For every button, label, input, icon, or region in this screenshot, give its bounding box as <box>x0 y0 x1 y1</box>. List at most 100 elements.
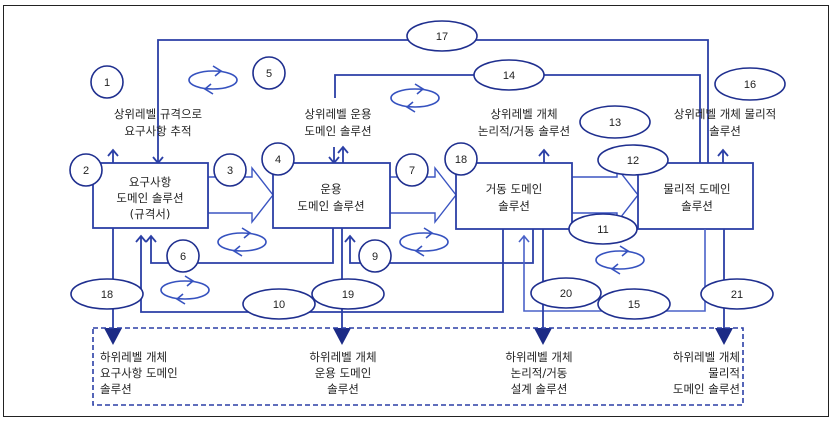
svg-text:논리적/거동 솔루션: 논리적/거동 솔루션 <box>478 124 570 138</box>
svg-text:14: 14 <box>503 70 515 82</box>
flow-arrow-beh-to-phy <box>571 165 639 225</box>
marker-14: 14 <box>473 59 545 91</box>
svg-text:3: 3 <box>227 165 233 177</box>
box-label-operations: 운용 도메인 솔루션 <box>297 182 364 213</box>
svg-text:1: 1 <box>104 77 110 89</box>
svg-text:(규격서): (규격서) <box>130 207 171 221</box>
svg-text:상위레벨 개체: 상위레벨 개체 <box>490 107 557 121</box>
svg-text:16: 16 <box>744 79 756 91</box>
box-label-requirements: 요구사항 도메인 솔루션 (규격서) <box>116 175 183 221</box>
iteration-cycle-icon <box>595 245 645 275</box>
lower-level-boundary <box>92 327 744 406</box>
svg-text:상위레벨 개체 물리적: 상위레벨 개체 물리적 <box>674 107 777 121</box>
lower-label-behavior: 하위레벨 개체 논리적/거동 설계 솔루션 <box>505 350 572 396</box>
svg-text:하위레벨 개체: 하위레벨 개체 <box>505 350 572 364</box>
lower-label-physical: 하위레벨 개체 물리적 도메인 솔루션 <box>673 350 740 396</box>
marker-20: 20 <box>530 277 602 309</box>
down-arrow-req <box>104 328 122 345</box>
marker-11: 11 <box>568 213 638 245</box>
svg-text:11: 11 <box>597 224 608 236</box>
marker-3: 3 <box>213 153 247 187</box>
svg-text:솔루션: 솔루션 <box>681 199 713 213</box>
physical-domain-box <box>637 162 754 230</box>
down-arrow-ops <box>333 328 351 345</box>
svg-text:10: 10 <box>273 299 285 311</box>
svg-text:하위레벨 개체: 하위레벨 개체 <box>100 350 167 364</box>
svg-text:도메인 솔루션: 도메인 솔루션 <box>297 199 364 213</box>
svg-text:15: 15 <box>628 299 640 311</box>
upper-label-requirements: 상위레벨 규격으로 요구사항 추적 <box>114 107 202 138</box>
svg-text:도메인 솔루션: 도메인 솔루션 <box>673 382 740 396</box>
marker-6: 6 <box>166 239 200 273</box>
svg-text:도메인 솔루션: 도메인 솔루션 <box>304 124 371 138</box>
marker-4: 4 <box>261 142 295 176</box>
upper-label-physical: 상위레벨 개체 물리적 솔루션 <box>674 107 777 138</box>
svg-text:물리적: 물리적 <box>708 366 740 380</box>
marker-1: 1 <box>90 65 124 99</box>
marker-21: 21 <box>700 278 774 310</box>
arrow-up-phy <box>717 148 729 163</box>
upper-label-operations: 상위레벨 운용 도메인 솔루션 <box>304 107 371 138</box>
svg-text:솔루션: 솔루션 <box>100 382 132 396</box>
marker-9: 9 <box>358 239 392 273</box>
svg-text:요구사항 도메인: 요구사항 도메인 <box>100 366 178 380</box>
operations-domain-box <box>272 162 391 229</box>
marker-12: 12 <box>597 144 669 176</box>
svg-text:논리적/거동: 논리적/거동 <box>511 366 568 380</box>
svg-text:20: 20 <box>560 288 572 300</box>
svg-text:17: 17 <box>436 31 448 43</box>
svg-text:18: 18 <box>101 289 113 301</box>
iteration-cycle-icon <box>390 83 440 113</box>
svg-text:도메인 솔루션: 도메인 솔루션 <box>116 191 183 205</box>
svg-text:2: 2 <box>83 165 89 177</box>
down-arrow-phy <box>715 328 733 345</box>
box-label-physical: 물리적 도메인 솔루션 <box>663 182 730 213</box>
marker-18-bottom: 18 <box>70 278 144 310</box>
lower-label-operations: 하위레벨 개체 운용 도메인 솔루션 <box>309 350 376 396</box>
svg-text:상위레벨 규격으로: 상위레벨 규격으로 <box>114 107 202 121</box>
requirements-domain-box <box>92 162 209 229</box>
svg-text:솔루션: 솔루션 <box>709 124 741 138</box>
svg-text:요구사항: 요구사항 <box>129 175 172 189</box>
marker-16: 16 <box>714 67 786 101</box>
marker-5: 5 <box>252 56 286 90</box>
upper-label-behavior: 상위레벨 개체 논리적/거동 솔루션 <box>478 107 570 138</box>
svg-text:하위레벨 개체: 하위레벨 개체 <box>673 350 740 364</box>
connector-10 <box>135 229 504 313</box>
marker-2: 2 <box>69 153 103 187</box>
svg-text:19: 19 <box>342 289 354 301</box>
iteration-cycle-icon <box>188 65 238 95</box>
svg-text:12: 12 <box>627 155 639 167</box>
marker-19: 19 <box>311 278 385 310</box>
behavior-domain-box <box>455 162 573 230</box>
svg-text:13: 13 <box>609 117 621 129</box>
arrow-up-beh <box>538 148 550 163</box>
svg-text:5: 5 <box>266 68 272 80</box>
lower-label-requirements: 하위레벨 개체 요구사항 도메인 솔루션 <box>100 350 178 396</box>
svg-text:솔루션: 솔루션 <box>498 199 530 213</box>
connector-6 <box>145 228 334 264</box>
svg-text:거동 도메인: 거동 도메인 <box>486 182 543 196</box>
marker-7: 7 <box>395 153 429 187</box>
svg-text:6: 6 <box>180 251 186 263</box>
marker-13: 13 <box>579 105 651 139</box>
arrow-up-req <box>107 148 119 163</box>
marker-15: 15 <box>597 288 671 320</box>
iteration-cycle-icon <box>217 227 267 257</box>
svg-text:4: 4 <box>275 154 281 166</box>
iteration-cycle-icon <box>399 227 449 257</box>
svg-text:7: 7 <box>409 165 415 177</box>
svg-text:솔루션: 솔루션 <box>327 382 359 396</box>
svg-text:21: 21 <box>731 289 743 301</box>
arrow-up-ops <box>337 145 349 163</box>
svg-text:물리적 도메인: 물리적 도메인 <box>663 182 730 196</box>
down-arrow-beh <box>534 328 552 345</box>
arrow-down-to-req <box>152 155 164 165</box>
svg-text:하위레벨 개체: 하위레벨 개체 <box>309 350 376 364</box>
svg-text:상위레벨 운용: 상위레벨 운용 <box>304 107 371 121</box>
arrow-down-to-ops <box>328 147 340 165</box>
svg-text:9: 9 <box>372 251 378 263</box>
marker-18-top: 18 <box>444 142 478 176</box>
svg-text:18: 18 <box>455 154 467 166</box>
